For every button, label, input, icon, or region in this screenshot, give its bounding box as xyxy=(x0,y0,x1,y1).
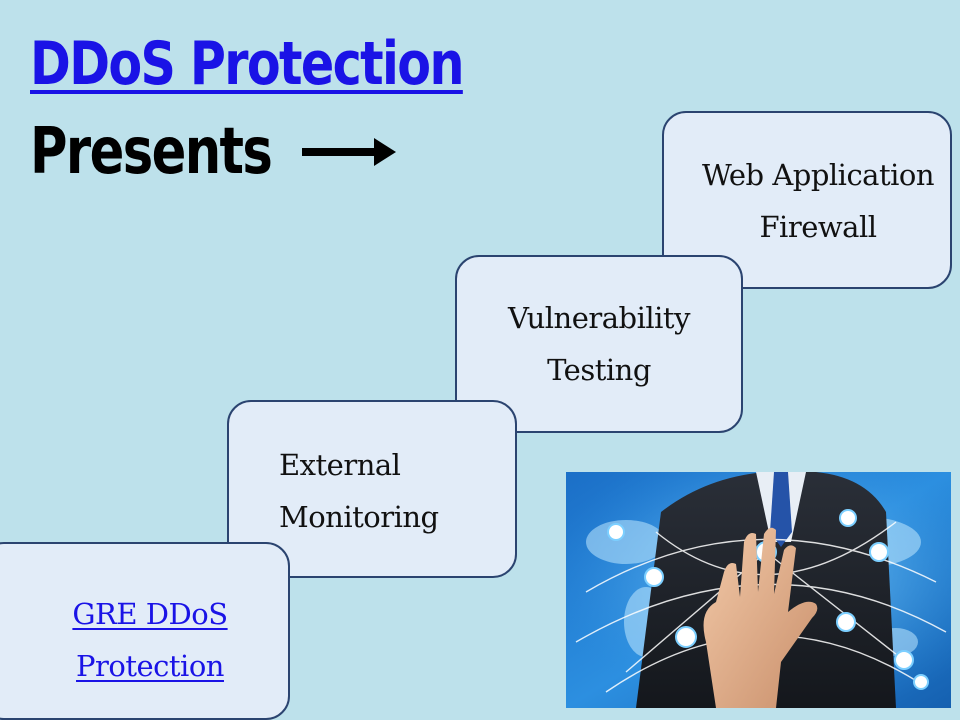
step-label-line: GRE DDoS xyxy=(72,597,228,631)
step-label-line: Vulnerability xyxy=(508,301,690,335)
presents-heading: Presents xyxy=(30,115,273,189)
step-box-gre-ddos-protection: GRE DDoS Protection xyxy=(0,542,290,720)
step-label-line: Testing xyxy=(547,353,651,387)
step-label-line: External xyxy=(279,448,401,482)
ddos-protection-title-link[interactable]: DDoS Protection xyxy=(30,29,464,99)
step-label-line: Monitoring xyxy=(279,500,439,534)
gre-ddos-protection-link[interactable]: GRE DDoS Protection xyxy=(72,588,228,692)
step-label-line: Protection xyxy=(76,649,224,683)
right-arrow-icon xyxy=(302,138,396,166)
step-label-line: Firewall xyxy=(759,210,877,244)
businessman-network-photo xyxy=(566,472,951,708)
step-label-line: Web Application xyxy=(701,158,935,192)
